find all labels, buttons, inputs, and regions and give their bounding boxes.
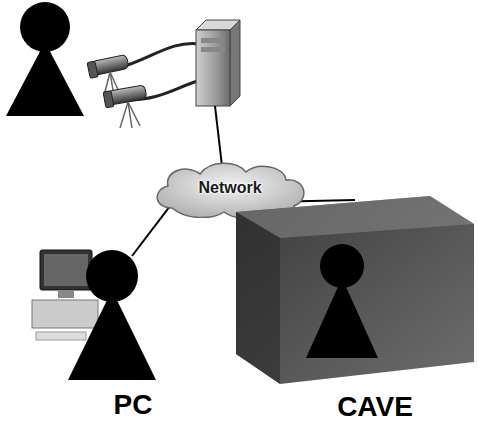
network-link [132,207,169,256]
network-link [300,200,355,201]
node-label: Network [198,179,261,197]
person-figure [6,2,84,116]
node-label: PC [114,390,153,420]
cave-room: CAVE [234,194,476,422]
camera-icon [103,85,147,128]
network-link [215,106,222,166]
camera-cable [118,43,200,68]
server-tower [196,20,240,106]
cave-room-shape [234,194,476,422]
node-label: CAVE [337,392,413,422]
pc-station: PC [28,228,168,420]
